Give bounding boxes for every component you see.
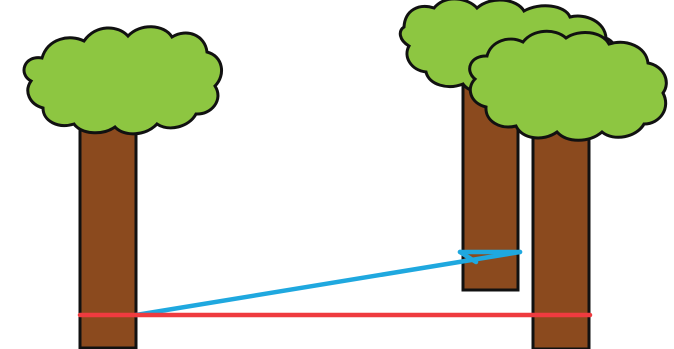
left-tree-canopy	[24, 27, 222, 134]
right-tree-canopy	[470, 31, 667, 140]
